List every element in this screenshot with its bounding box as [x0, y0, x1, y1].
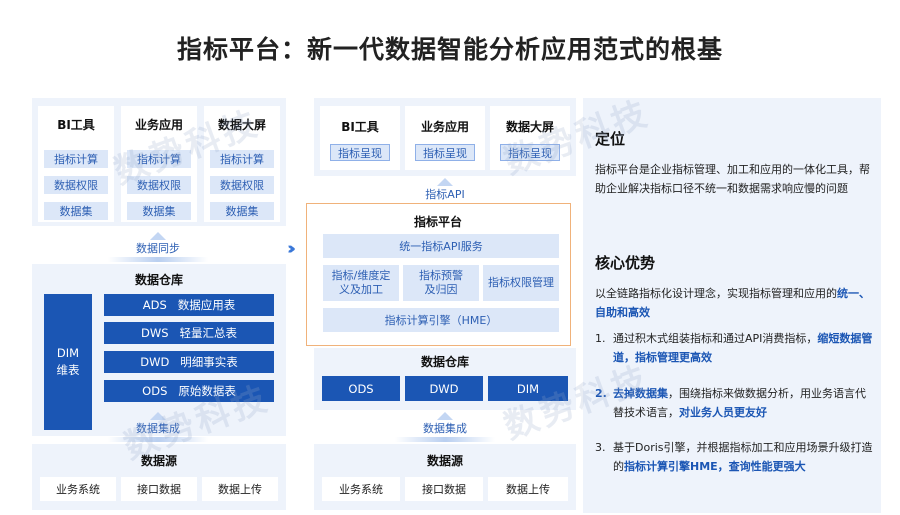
- left-source-title: 数据源: [140, 454, 177, 468]
- advantage-intro-highlight: 统一、自助和高效: [595, 287, 870, 319]
- left-warehouse-title: 数据仓库: [134, 273, 183, 287]
- unified-api-service: 统一指标API服务: [323, 234, 559, 258]
- mid-warehouse-title: 数据仓库: [420, 355, 469, 369]
- feature-metric-definition: 指标/维度定义及加工: [323, 265, 399, 301]
- item-2-lead-highlight: 去掉数据集: [613, 387, 668, 400]
- up-arrow-icon: [150, 412, 166, 420]
- mid-tool-business-title: 业务应用: [420, 120, 469, 134]
- mid-layer-ods: ODS: [322, 376, 400, 401]
- middle-source-panel: 数据源 业务系统 接口数据 数据上传: [314, 444, 576, 510]
- item-2-text: 去掉数据集，围绕指标来做数据分析，用业务语言代替技术语言，对业务人员更友好: [613, 387, 866, 419]
- chevron-right-icon: ›››: [287, 239, 296, 259]
- left-sync-connector: 数据同步: [108, 232, 208, 262]
- left-tool-business-title: 业务应用: [134, 118, 183, 132]
- mid-tool-bi: BI工具 指标呈现: [320, 106, 400, 170]
- left-sync-label: 数据同步: [136, 242, 180, 255]
- item-1-highlight: 缩短数据管道，指标管理更高效: [613, 332, 873, 364]
- left-biz-data-perm: 数据权限: [127, 176, 191, 194]
- left-dash-data-perm: 数据权限: [210, 176, 274, 194]
- mid-bi-metric-show: 指标呈现: [330, 144, 390, 161]
- middle-warehouse-panel: 数据仓库 ODS DWD DIM: [314, 348, 576, 410]
- mid-layer-dwd: DWD: [405, 376, 483, 401]
- mid-tool-dashboard: 数据大屏 指标呈现: [490, 106, 570, 170]
- left-warehouse-panel: 数据仓库 DIM 维表 ADS 数据应用表 DWS 轻量汇总表 DWD 明细事实…: [32, 264, 286, 436]
- left-source-upload: 数据上传: [202, 477, 278, 501]
- feature-alert-attribution: 指标预警及归因: [403, 265, 479, 301]
- advantage-intro: 以全链路指标化设计理念，实现指标管理和应用的统一、自助和高效: [595, 287, 870, 319]
- metric-platform-box: 指标平台 统一指标API服务 指标/维度定义及加工 指标预警及归因 指标权限管理…: [306, 203, 571, 346]
- item-3-text: 基于Doris引擎，并根据指标加工和应用场景升级打造的指标计算引擎HME，查询性…: [613, 441, 873, 473]
- left-bi-metric-calc: 指标计算: [44, 150, 108, 168]
- left-dash-dataset: 数据集: [210, 202, 274, 220]
- left-dim-table: DIM 维表: [44, 294, 92, 430]
- left-dash-metric-calc: 指标计算: [210, 150, 274, 168]
- left-apps-panel: BI工具 指标计算 数据权限 数据集 业务应用 指标计算 数据权限 数据集 数据…: [32, 98, 286, 226]
- item-1-number: 1.: [595, 332, 606, 345]
- item-2-highlight: 对业务人员更友好: [679, 406, 767, 419]
- mid-integrate-connector: 数据集成: [395, 412, 495, 442]
- left-integrate-label: 数据集成: [136, 422, 180, 435]
- item-3-highlight: 指标计算引擎HME，查询性能更强大: [624, 460, 806, 473]
- page-title: 指标平台：新一代数据智能分析应用范式的根基: [176, 35, 723, 64]
- middle-apps-panel: BI工具 指标呈现 业务应用 指标呈现 数据大屏 指标呈现: [314, 98, 576, 176]
- left-tool-bi-title: BI工具: [57, 118, 95, 132]
- item-1-text: 通过积木式组装指标和通过API消费指标，缩短数据管道，指标管理更高效: [613, 332, 873, 364]
- up-arrow-icon: [150, 232, 166, 240]
- left-source-api: 接口数据: [121, 477, 197, 501]
- mid-layer-dim: DIM: [488, 376, 568, 401]
- left-biz-metric-calc: 指标计算: [127, 150, 191, 168]
- up-arrow-icon: [437, 412, 453, 420]
- mid-tool-business: 业务应用 指标呈现: [405, 106, 485, 170]
- right-description-panel: 定位 指标平台是企业指标管理、加工和应用的一体化工具，帮助企业解决指标口径不统一…: [583, 98, 881, 513]
- left-integrate-connector: 数据集成: [108, 412, 208, 442]
- left-layer-dwd: DWD 明细事实表: [104, 351, 274, 373]
- advantage-title: 核心优势: [595, 254, 656, 272]
- compute-engine-hme: 指标计算引擎（HME）: [323, 308, 559, 332]
- up-arrow-icon: [437, 178, 453, 186]
- item-2-number: 2.: [595, 387, 607, 400]
- mid-source-business: 业务系统: [322, 477, 400, 501]
- left-biz-dataset: 数据集: [127, 202, 191, 220]
- left-layer-ads: ADS 数据应用表: [104, 294, 274, 316]
- mid-source-api: 接口数据: [405, 477, 483, 501]
- left-layer-dws: DWS 轻量汇总表: [104, 322, 274, 344]
- left-bi-data-perm: 数据权限: [44, 176, 108, 194]
- position-text: 指标平台是企业指标管理、加工和应用的一体化工具，帮助企业解决指标口径不统一和数据…: [595, 163, 870, 195]
- mid-api-label: 指标API: [425, 188, 465, 201]
- mid-source-upload: 数据上传: [488, 477, 568, 501]
- left-tool-bi: BI工具 指标计算 数据权限 数据集: [38, 106, 114, 222]
- left-bi-dataset: 数据集: [44, 202, 108, 220]
- mid-tool-bi-title: BI工具: [341, 120, 379, 134]
- mid-biz-metric-show: 指标呈现: [415, 144, 475, 161]
- position-title: 定位: [595, 130, 626, 148]
- metric-platform-title: 指标平台: [413, 215, 462, 229]
- left-layer-ods: ODS 原始数据表: [104, 380, 274, 402]
- feature-permission: 指标权限管理: [483, 265, 559, 301]
- item-3-number: 3.: [595, 441, 606, 454]
- mid-source-title: 数据源: [426, 454, 463, 468]
- left-source-business: 业务系统: [40, 477, 116, 501]
- left-source-panel: 数据源 业务系统 接口数据 数据上传: [32, 444, 286, 510]
- left-tool-dashboard: 数据大屏 指标计算 数据权限 数据集: [204, 106, 280, 222]
- left-tool-business: 业务应用 指标计算 数据权限 数据集: [121, 106, 197, 222]
- mid-integrate-label: 数据集成: [423, 422, 467, 435]
- left-tool-dashboard-title: 数据大屏: [217, 118, 266, 132]
- mid-dash-metric-show: 指标呈现: [500, 144, 560, 161]
- mid-tool-dashboard-title: 数据大屏: [505, 120, 554, 134]
